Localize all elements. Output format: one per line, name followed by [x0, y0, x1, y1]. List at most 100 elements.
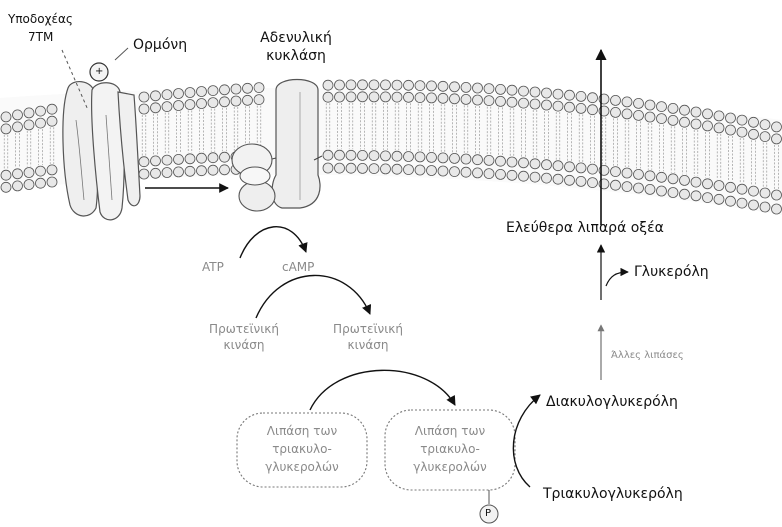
lipid-head — [220, 152, 230, 162]
lipid-head — [139, 104, 149, 114]
lipid-head — [231, 96, 241, 106]
lipid-head — [565, 162, 575, 172]
lipid-head — [519, 158, 529, 168]
lipid-head — [220, 97, 230, 107]
lipid-head — [714, 123, 724, 133]
lipid-head — [24, 168, 34, 178]
lipid-head — [576, 103, 586, 113]
lipid-head — [404, 165, 414, 175]
lipid-head — [484, 169, 494, 179]
lipid-head — [392, 164, 402, 174]
lipid-head — [13, 122, 23, 132]
lipid-head — [197, 166, 207, 176]
lipid-head — [151, 91, 161, 101]
cyclase-label-line1: Αδενυλική — [248, 30, 344, 46]
lipid-head — [611, 180, 621, 190]
lipid-head — [657, 172, 667, 182]
lipid-head — [427, 93, 437, 103]
lipid-head — [634, 183, 644, 193]
lipid-head — [151, 103, 161, 113]
lipid-head — [680, 117, 690, 127]
lipid-head — [346, 163, 356, 173]
lipid-head — [381, 92, 391, 102]
lipid-head — [381, 164, 391, 174]
lipid-head — [381, 80, 391, 90]
lipid-head — [726, 125, 736, 135]
lipid-head — [208, 98, 218, 108]
lipid-head — [404, 80, 414, 90]
lipid-head — [622, 97, 632, 107]
lipid-head — [507, 97, 517, 107]
other-lipases-label: Άλλες λιπάσες — [611, 350, 684, 362]
lipid-head — [174, 167, 184, 177]
lipid-head — [553, 101, 563, 111]
lipid-head — [450, 82, 460, 92]
lipid-head — [174, 101, 184, 111]
lipid-head — [496, 84, 506, 94]
lipid-head — [680, 189, 690, 199]
lipid-head — [381, 151, 391, 161]
kinase-activation-arrow — [256, 275, 370, 318]
lipid-head — [772, 190, 782, 200]
lipid-head — [13, 110, 23, 120]
lipid-head — [185, 154, 195, 164]
lipid-head — [553, 89, 563, 99]
lipid-head — [749, 186, 759, 196]
lipid-head — [335, 92, 345, 102]
lipid-head — [335, 163, 345, 173]
lipid-head — [139, 92, 149, 102]
lipid-head — [220, 85, 230, 95]
lipid-head — [162, 90, 172, 100]
lipid-head — [668, 103, 678, 113]
lipid-head — [530, 99, 540, 109]
lipid-head — [530, 172, 540, 182]
lipid-head — [645, 184, 655, 194]
lipid-head — [24, 108, 34, 118]
lipid-head — [36, 166, 46, 176]
lipid-head — [346, 80, 356, 90]
lipid-head — [47, 104, 57, 114]
lipid-head — [47, 116, 57, 126]
lipid-head — [47, 177, 57, 187]
lipid-head — [36, 118, 46, 128]
lipid-head — [576, 163, 586, 173]
lipid-head — [1, 112, 11, 122]
lipid-head — [749, 200, 759, 210]
lipid-head — [772, 122, 782, 132]
lipase-active-line1: Λιπάση των — [388, 424, 512, 438]
lipid-head — [438, 153, 448, 163]
lipid-head — [749, 129, 759, 139]
lipid-head — [611, 107, 621, 117]
lipid-head — [622, 109, 632, 119]
lipid-head — [1, 124, 11, 134]
kinase-active-line1: Πρωτεϊνική — [322, 322, 414, 336]
lipid-head — [737, 184, 747, 194]
lipid-head — [162, 155, 172, 165]
lipid-head — [208, 165, 218, 175]
camp-label: cAMP — [282, 260, 314, 274]
lipid-head — [519, 98, 529, 108]
free-fatty-acids-label: Ελεύθερα λιπαρά οξέα — [506, 220, 664, 236]
lipid-head — [427, 152, 437, 162]
lipid-head — [542, 160, 552, 170]
lipid-head — [473, 155, 483, 165]
lipid-head — [634, 169, 644, 179]
lipid-head — [461, 82, 471, 92]
lipid-head — [484, 84, 494, 94]
lipid-head — [576, 176, 586, 186]
lipase-inactive-line1: Λιπάση των — [240, 424, 364, 438]
hormone-label: Ορμόνη — [133, 37, 187, 53]
lipid-head — [588, 105, 598, 115]
lipid-head — [611, 167, 621, 177]
lipid-head — [772, 134, 782, 144]
cyclase-label-line2: κυκλάση — [248, 48, 344, 64]
g-protein-shape — [232, 144, 275, 211]
lipid-head — [703, 121, 713, 131]
lipid-head — [553, 161, 563, 171]
lipid-head — [507, 85, 517, 95]
lipase-active-line2: τριακυλο- — [388, 442, 512, 456]
lipid-head — [438, 81, 448, 91]
lipid-head — [473, 83, 483, 93]
lipid-head — [415, 81, 425, 91]
receptor-7tm-shape — [63, 82, 140, 220]
